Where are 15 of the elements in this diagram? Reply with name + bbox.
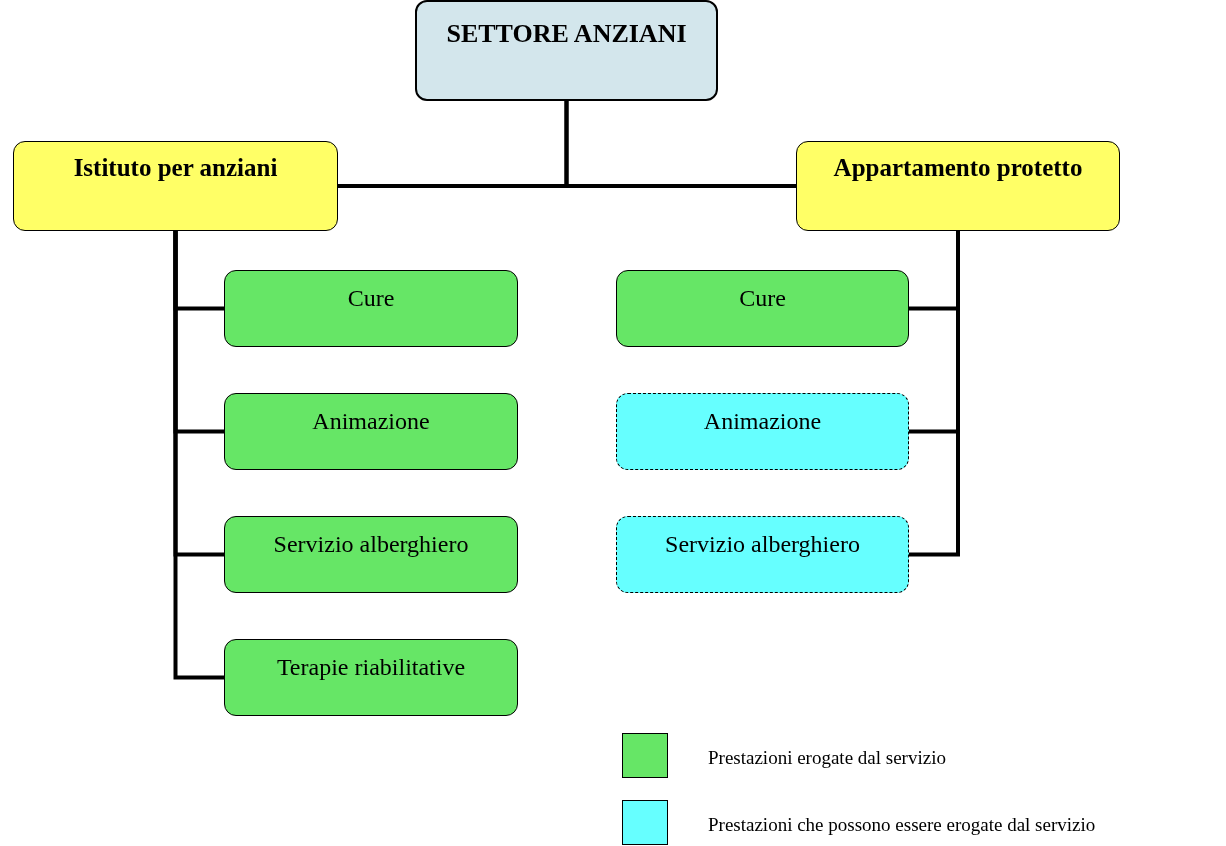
- category-box: Appartamento protetto: [796, 141, 1120, 231]
- service-box: Servizio alberghiero: [224, 516, 518, 593]
- service-box: Terapie riabilitative: [224, 639, 518, 716]
- connector-line: [909, 231, 960, 557]
- service-box: Animazione: [616, 393, 909, 470]
- title-box: SETTORE ANZIANI: [415, 0, 718, 101]
- service-box: Animazione: [224, 393, 518, 470]
- connector-line: [173, 231, 224, 680]
- service-box: Cure: [224, 270, 518, 347]
- service-box: Servizio alberghiero: [616, 516, 909, 593]
- category-box: Istituto per anziani: [13, 141, 338, 231]
- service-box: Cure: [616, 270, 909, 347]
- connector-line: [564, 101, 796, 188]
- legend-text: Prestazioni erogate dal servizio: [708, 746, 946, 770]
- legend-text: Prestazioni che possono essere erogate dal servizio: [708, 813, 1096, 837]
